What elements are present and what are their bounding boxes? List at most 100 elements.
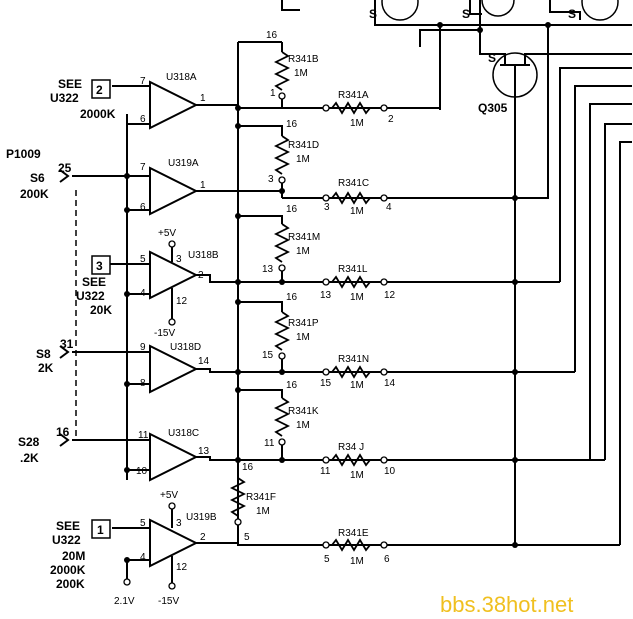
r341d-pin16: 16	[286, 119, 298, 130]
row-u318d	[59, 301, 575, 394]
row-u318a	[91, 42, 441, 130]
see2-box: 3	[96, 259, 103, 273]
u319a-label: U319A	[168, 158, 199, 169]
r341m-pin16: 16	[286, 204, 298, 215]
u319b-pin5: 5	[140, 518, 146, 529]
u318a-label: U318A	[166, 72, 197, 83]
r341a-value: 1M	[350, 118, 364, 129]
u319a-pin6: 6	[140, 202, 146, 213]
r341f-label: R341F	[246, 492, 276, 503]
r341b-label: R341B	[288, 54, 319, 65]
opamp-u319b	[149, 518, 199, 568]
u319b-label: U319B	[186, 512, 217, 523]
see1-range: 2000K	[80, 107, 116, 121]
r341p-value: 1M	[296, 332, 310, 343]
supply-plus5-a: +5V	[158, 228, 176, 239]
s6-label: S6	[30, 171, 45, 185]
see1-label2: U322	[50, 91, 79, 105]
r341a-pin2: 2	[388, 114, 394, 125]
r341e-pin5: 5	[324, 554, 330, 565]
q305-transistor	[479, 30, 632, 545]
source-label-3: S	[568, 7, 576, 21]
s28-label: S28	[18, 435, 40, 449]
watermark-text: bbs.38hot.net	[440, 592, 573, 617]
r341e-value: 1M	[350, 556, 364, 567]
opamp-u319a	[149, 166, 199, 216]
u318d-pin9: 9	[140, 342, 146, 353]
r34j-pin10: 10	[384, 466, 396, 477]
r341k-pin16: 16	[286, 380, 298, 391]
opamp-u318c	[149, 432, 199, 482]
r341c-label: R341C	[338, 178, 369, 189]
r341c-pin4: 4	[386, 202, 392, 213]
row-u318b	[91, 215, 560, 326]
r341e-label: R341E	[338, 528, 369, 539]
opamp-u318a	[149, 80, 199, 130]
r341m-pin13: 13	[262, 264, 274, 275]
u319a-pin7: 7	[140, 162, 146, 173]
u318c-pin10: 10	[136, 466, 148, 477]
r341m-label: R341M	[288, 232, 320, 243]
r341l-pin12: 12	[384, 290, 396, 301]
source-label-1: S	[369, 7, 377, 21]
r341n-pin15: 15	[320, 378, 332, 389]
r341e-pin6: 6	[384, 554, 390, 565]
resistor-r341p	[273, 311, 291, 351]
u319b-pin2: 2	[200, 532, 206, 543]
u318a-pin7: 7	[140, 76, 146, 87]
u318a-pin1: 1	[200, 93, 206, 104]
u318d-pin8: 8	[140, 378, 146, 389]
r341d-pin3: 3	[268, 174, 274, 185]
resistor-r341f	[229, 477, 247, 517]
source-label-2: S	[462, 7, 470, 21]
u318b-pin12: 12	[176, 296, 188, 307]
resistor-r341k	[273, 397, 291, 437]
r341n-pin14: 14	[384, 378, 396, 389]
u318b-pin2: 2	[198, 270, 204, 281]
u318c-pin13: 13	[198, 446, 210, 457]
u318c-pin11: 11	[138, 430, 149, 441]
r34j-value: 1M	[350, 470, 364, 481]
r341d-label: R341D	[288, 140, 319, 151]
row-u319b	[91, 470, 620, 590]
see2-range: 20K	[90, 303, 112, 317]
s6-range: 200K	[20, 187, 49, 201]
see3-r2: 2000K	[50, 563, 86, 577]
u318b-pin4: 4	[140, 288, 146, 299]
see2-label1: SEE	[82, 275, 106, 289]
r341f-value: 1M	[256, 506, 270, 517]
opamp-u318b	[149, 250, 199, 300]
s28-range: .2K	[20, 451, 39, 465]
u319b-pin3: 3	[176, 518, 182, 529]
supply-2v1: 2.1V	[114, 596, 135, 607]
u318d-pin14: 14	[198, 356, 210, 367]
u318b-pin3: 3	[176, 254, 182, 265]
see3-label1: SEE	[56, 519, 80, 533]
s8-range: 2K	[38, 361, 54, 375]
u319a-pin1: 1	[200, 180, 206, 191]
r341f-pin16: 16	[242, 462, 254, 473]
r341p-label: R341P	[288, 318, 319, 329]
see1-label1: SEE	[58, 77, 82, 91]
resistor-r341m	[273, 223, 291, 263]
q305-label: Q305	[478, 101, 508, 115]
r341k-label: R341K	[288, 406, 319, 417]
q305-source-label: S	[488, 51, 496, 65]
supply-minus15-b: -15V	[158, 596, 179, 607]
u319b-pin4: 4	[140, 552, 146, 563]
r341b-pin1: 1	[270, 88, 276, 99]
p1009-label: P1009	[6, 147, 41, 161]
r341l-value: 1M	[350, 292, 364, 303]
see3-r1: 20M	[62, 549, 85, 563]
r341b-value: 1M	[294, 68, 308, 79]
see3-label2: U322	[52, 533, 81, 547]
r341l-pin13: 13	[320, 290, 332, 301]
s28-pin: 16	[56, 425, 70, 439]
r341c-value: 1M	[350, 206, 364, 217]
row-u318c	[59, 389, 605, 482]
opamp-u318d	[149, 344, 199, 394]
r341k-pin11: 11	[264, 438, 275, 449]
r34j-pin11: 11	[320, 466, 331, 477]
